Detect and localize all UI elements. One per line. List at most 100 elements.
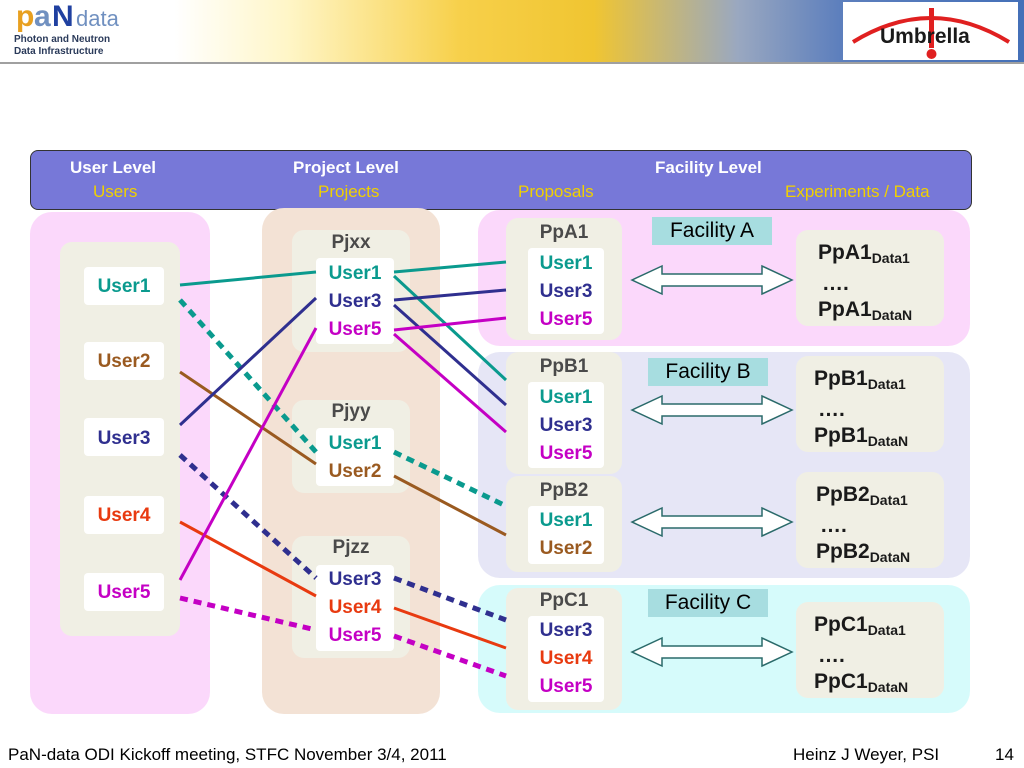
project-level-heading: Project Level (293, 158, 399, 177)
facility-b-label: Facility B (648, 358, 768, 386)
dataset-first: PpA1Data1 (818, 241, 910, 266)
link-user4-pjzz (179, 520, 317, 598)
link-user2-pjyy (179, 370, 317, 466)
link-user3-pjzz (178, 453, 318, 580)
link-pjxx-ppb1-user3 (393, 303, 507, 407)
dataset-last: PpB2DataN (816, 540, 911, 565)
proposal-member: User3 (539, 281, 593, 302)
link-pjxx-ppa1 (393, 260, 507, 274)
proposal-member: User2 (539, 538, 593, 559)
project-member: User5 (328, 625, 382, 646)
link-pjyy-ppb2-user2 (393, 474, 507, 537)
link-pjzz-ppc1-user5 (393, 633, 507, 679)
proposal-member: User4 (539, 648, 593, 669)
user-chip (84, 418, 164, 456)
project-member: User3 (328, 291, 382, 312)
project-chip (316, 565, 394, 651)
arrow-ppc1-data (630, 636, 794, 668)
umbrella-icon (851, 8, 1011, 59)
footer-meeting: PaN-data ODI Kickoff meeting, STFC Novem… (8, 745, 447, 764)
project-member: User3 (328, 569, 382, 590)
arrow-ppb2-data (630, 506, 794, 538)
dataset-first: PpB2Data1 (816, 483, 908, 508)
dataset-box-ppc1 (796, 602, 944, 698)
level-header-bar (30, 150, 972, 210)
link-user3-pjxx (178, 296, 318, 427)
dataset-first: PpB1Data1 (814, 367, 906, 392)
proposal-member: User5 (539, 309, 593, 330)
pandata-logo: p a N data Photon and Neutron Data Infra… (14, 0, 189, 58)
facility-c-label: Facility C (648, 589, 768, 617)
user-chip (84, 342, 164, 380)
proposal-chip (528, 248, 604, 334)
proposal-chip (528, 382, 604, 468)
proposal-member: User1 (539, 253, 593, 274)
dataset-box-ppa1 (796, 230, 944, 326)
proposals-subheading: Proposals (518, 182, 594, 201)
proposal-member: User5 (539, 676, 593, 697)
page-number: 14 (995, 745, 1014, 764)
proposal-chip (528, 506, 604, 564)
project-chip (316, 258, 394, 344)
arrow-ppb1-data (630, 394, 794, 426)
header-divider (0, 62, 1024, 64)
proposal-member: User1 (539, 387, 593, 408)
link-pjxx-ppb1-user5 (393, 332, 507, 434)
link-pjzz-ppc1-user4 (393, 606, 507, 650)
facility-a-label: Facility A (652, 217, 772, 245)
proposal-member: User3 (539, 620, 593, 641)
link-pjxx-ppb1 (392, 274, 508, 382)
project-title: Pjxx (331, 232, 371, 253)
footer-author: Heinz J Weyer, PSI (793, 745, 940, 764)
user-chip (84, 573, 164, 611)
user-label: User4 (97, 505, 151, 526)
project-chip (316, 428, 394, 486)
dataset-ellipsis: …. (818, 644, 845, 667)
dataset-first: PpC1Data1 (814, 613, 906, 638)
proposal-member: User3 (539, 415, 593, 436)
dataset-box-ppb1 (796, 356, 944, 452)
users-subheading: Users (93, 182, 138, 201)
facility-level-heading: Facility Level (655, 158, 762, 177)
project-member: User5 (328, 319, 382, 340)
projects-subheading: Projects (318, 182, 380, 201)
dataset-box-ppb2 (796, 472, 944, 568)
logo-tagline-2: Data Infrastructure (14, 46, 104, 57)
umbrella-label: Umbrella (880, 25, 970, 48)
dataset-last: PpC1DataN (814, 670, 909, 695)
user-label: User5 (97, 582, 151, 603)
project-member: User2 (328, 461, 382, 482)
proposal-chip (528, 616, 604, 702)
dataset-ellipsis: …. (822, 272, 849, 295)
link-user1-pjyy (178, 298, 318, 454)
project-title: Pjyy (331, 401, 371, 422)
dataset-list: PpA1Data1 …. PpA1DataN (818, 240, 912, 328)
dataset-list: PpB1Data1 …. PpB1DataN (814, 366, 908, 454)
umbrella-logo (843, 2, 1018, 60)
dataset-last: PpB1DataN (814, 424, 909, 449)
link-pjxx-ppa1-user3 (393, 288, 507, 302)
user-chip (84, 267, 164, 305)
user-chip (84, 496, 164, 534)
logo-tagline-1: Photon and Neutron (14, 34, 111, 45)
link-user1-pjxx (179, 270, 317, 287)
user-label: User2 (97, 351, 151, 372)
user-label: User3 (97, 428, 151, 449)
project-member: User1 (328, 263, 382, 284)
project-title: Pjzz (332, 537, 370, 558)
proposal-member: User5 (539, 443, 593, 464)
arrow-ppa1-data (630, 264, 794, 296)
proposal-member: User1 (539, 510, 593, 531)
proposal-title: PpB1 (539, 356, 589, 377)
proposal-title: PpA1 (539, 222, 589, 243)
dataset-list: PpC1Data1 …. PpC1DataN (814, 612, 908, 700)
experiments-subheading: Experiments / Data (785, 182, 930, 201)
logo-wordmark: p a N data (16, 0, 119, 33)
dataset-last: PpA1DataN (818, 298, 913, 323)
dataset-ellipsis: …. (818, 398, 845, 421)
link-pjyy-ppb2 (392, 449, 508, 509)
link-user5-pjxx (178, 327, 318, 581)
user-level-heading: User Level (70, 158, 156, 177)
link-pjxx-ppa1-user5 (393, 316, 507, 332)
proposal-title: PpB2 (539, 480, 589, 501)
